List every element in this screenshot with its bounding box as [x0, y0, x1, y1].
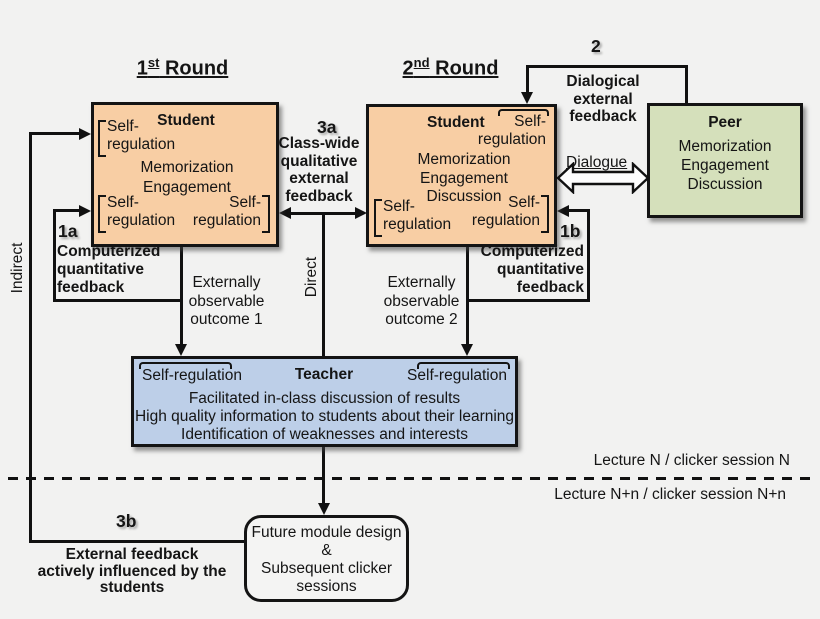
teacher-line-1: Facilitated in-class discussion of resul…: [188, 390, 461, 407]
session-divider-dashed-line: [8, 477, 814, 480]
arrowhead-indirect-into-student1: [79, 128, 91, 140]
student2-bottom-left-bracket: [374, 199, 382, 237]
lecture-n-label: Lecture N / clicker session N: [593, 452, 790, 469]
connector-1a-vertical: [53, 209, 56, 302]
label-1b: 1b: [560, 221, 581, 241]
teacher-box: Self-regulation Teacher Self-regulation …: [131, 356, 518, 447]
arrowhead-3a-left: [279, 207, 291, 219]
round2-ordinal: nd: [413, 55, 430, 70]
arrowhead-outcome2-into-teacher: [461, 344, 473, 356]
connector-1b-bottom: [466, 299, 590, 302]
classwide-feedback-label: Class-wide qualitative external feedback: [278, 135, 360, 205]
computerized-feedback-left-label: Computerized quantitative feedback: [57, 243, 161, 296]
lecture-n-plus-n-label: Lecture N+n / clicker session N+n: [554, 486, 786, 503]
connector-2-horizontal: [526, 65, 688, 68]
connector-indirect-vertical: [29, 132, 32, 543]
connector-1a-top: [53, 209, 81, 212]
outcome2-label: Externally observable outcome 2: [383, 274, 460, 328]
teacher-line-2: High quality information to students abo…: [134, 408, 515, 425]
student1-bottom-left-bracket: [98, 195, 106, 233]
student1-bottom-right-bracket: [262, 195, 270, 233]
arrowhead-into-future-box: [318, 503, 330, 515]
future-module-box: Future module design & Subsequent clicke…: [244, 515, 409, 602]
dialogical-feedback-label: Dialogical external feedback: [566, 73, 640, 125]
round1-ordinal: st: [147, 55, 160, 70]
teacher-left-bracket: [139, 362, 232, 369]
connector-outcome2: [466, 245, 469, 345]
connector-3b-horizontal: [29, 540, 245, 543]
arrowhead-3a-right: [355, 207, 367, 219]
external-feedback-label: External feedback actively influenced by…: [37, 546, 227, 596]
student1-box: Student Self- regulation Memorization En…: [91, 102, 279, 247]
student2-self-regulation-top-right: Self- regulation: [477, 113, 546, 148]
connector-indirect-top: [29, 132, 81, 135]
student2-top-right-bracket: [498, 109, 549, 116]
student1-top-left-bracket: [98, 120, 106, 157]
student1-self-regulation-bottom-right: Self- regulation: [192, 194, 261, 229]
connector-1b-vertical: [587, 209, 590, 302]
dialogue-label: Dialogue: [566, 154, 628, 171]
arrowhead-1a-into-student1: [79, 205, 91, 217]
connector-1b-top: [567, 209, 590, 212]
teacher-line-3: Identification of weaknesses and interes…: [181, 426, 468, 443]
student1-title: Student: [157, 112, 215, 129]
dialogue-double-arrow: [556, 162, 650, 194]
connector-direct: [322, 213, 325, 357]
peer-box: Peer Memorization Engagement Discussion: [647, 103, 803, 218]
future-module-text: Future module design & Subsequent clicke…: [251, 524, 402, 595]
direct-label: Direct: [303, 256, 320, 298]
round1-word: Round: [159, 57, 229, 80]
student1-self-regulation-bottom-left: Self- regulation: [107, 194, 176, 229]
teacher-right-bracket: [417, 362, 510, 369]
arrowhead-2-into-student2: [521, 92, 533, 104]
connector-3a-arrow-shaft: [288, 212, 358, 215]
teacher-self-regulation-right: Self-regulation: [407, 367, 507, 384]
student1-self-regulation-top: Self- regulation: [107, 118, 176, 153]
teacher-self-regulation-left: Self-regulation: [142, 367, 242, 384]
student2-box: Student Self- regulation Memorization En…: [366, 104, 557, 247]
round2-heading: 2nd Round: [398, 55, 503, 81]
outcome1-label: Externally observable outcome 1: [188, 274, 265, 328]
student2-self-regulation-bottom-left: Self- regulation: [383, 198, 452, 233]
teacher-title: Teacher: [294, 366, 354, 383]
student2-title: Student: [427, 114, 485, 131]
round2-word: Round: [429, 57, 499, 80]
connector-2-right: [685, 65, 688, 105]
connector-2-left: [526, 65, 529, 92]
label-2: 2: [591, 36, 601, 56]
student2-self-regulation-bottom-right: Self- regulation: [471, 194, 540, 229]
peer-processes: Memorization Engagement Discussion: [678, 138, 772, 193]
computerized-feedback-right-label: Computerized quantitative feedback: [480, 243, 584, 296]
student2-bottom-right-bracket: [541, 195, 549, 233]
student2-processes: Memorization Engagement Discussion: [417, 151, 511, 205]
arrowhead-outcome1-into-teacher: [175, 344, 187, 356]
round2-number: 2: [402, 57, 414, 80]
label-1a: 1a: [58, 221, 78, 241]
round1-number: 1: [136, 57, 148, 80]
peer-title: Peer: [708, 114, 742, 131]
connector-teacher-future: [322, 445, 325, 504]
label-3a: 3a: [317, 117, 337, 137]
connector-1a-bottom: [53, 299, 182, 302]
label-3b: 3b: [116, 511, 137, 531]
arrowhead-1b-into-student2: [557, 205, 569, 217]
connector-outcome1: [180, 245, 183, 345]
round1-heading: 1st Round: [130, 55, 235, 81]
indirect-label: Indirect: [9, 242, 26, 294]
student1-processes: Memorization Engagement: [140, 159, 234, 196]
